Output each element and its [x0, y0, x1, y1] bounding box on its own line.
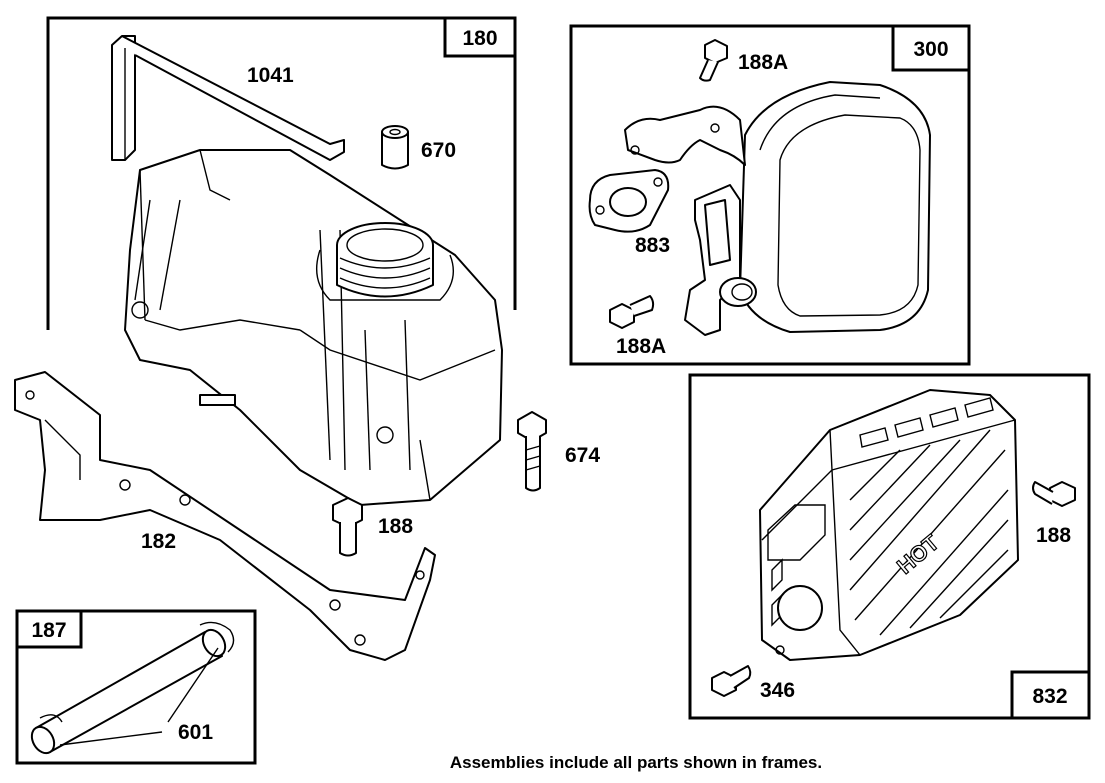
label-182: 182 [141, 530, 176, 553]
tank-strap [111, 35, 345, 161]
label-346: 346 [760, 679, 795, 702]
leader-lines [59, 647, 219, 746]
fuel-line [30, 621, 235, 755]
label-674: 674 [565, 444, 600, 467]
muffler [624, 81, 931, 336]
exhaust-gasket [588, 169, 670, 233]
muffler-guard: HOT [759, 389, 1019, 661]
label-188-guard: 188 [1036, 524, 1071, 547]
label-670: 670 [421, 139, 456, 162]
screw-188a-top [699, 39, 728, 82]
spacer-sleeve [381, 125, 409, 170]
label-1041: 1041 [247, 64, 294, 87]
label-188a-bottom: 188A [616, 335, 666, 358]
frame-180-tag: 180 [462, 27, 497, 50]
label-601: 601 [178, 721, 213, 744]
mounting-bracket [14, 371, 436, 661]
label-188a-top: 188A [738, 51, 788, 74]
screw-188a-bottom [609, 295, 655, 329]
frame-180: 180 [46, 16, 517, 330]
label-188-bracket: 188 [378, 515, 413, 538]
hex-screw-bracket [332, 497, 363, 557]
label-883: 883 [635, 234, 670, 257]
footer-note: Assemblies include all parts shown in fr… [450, 753, 822, 772]
screw-346 [711, 665, 752, 697]
frame-300-tag: 300 [913, 38, 948, 61]
fuel-tank [124, 149, 503, 506]
screw-188-guard [1032, 481, 1076, 507]
frame-187: 187 [15, 609, 257, 765]
frame-187-tag: 187 [31, 619, 66, 642]
frame-832: 832 [688, 373, 1091, 720]
hex-screw-long [517, 411, 547, 492]
frame-300: 300 [569, 24, 971, 366]
frame-832-tag: 832 [1032, 685, 1067, 708]
